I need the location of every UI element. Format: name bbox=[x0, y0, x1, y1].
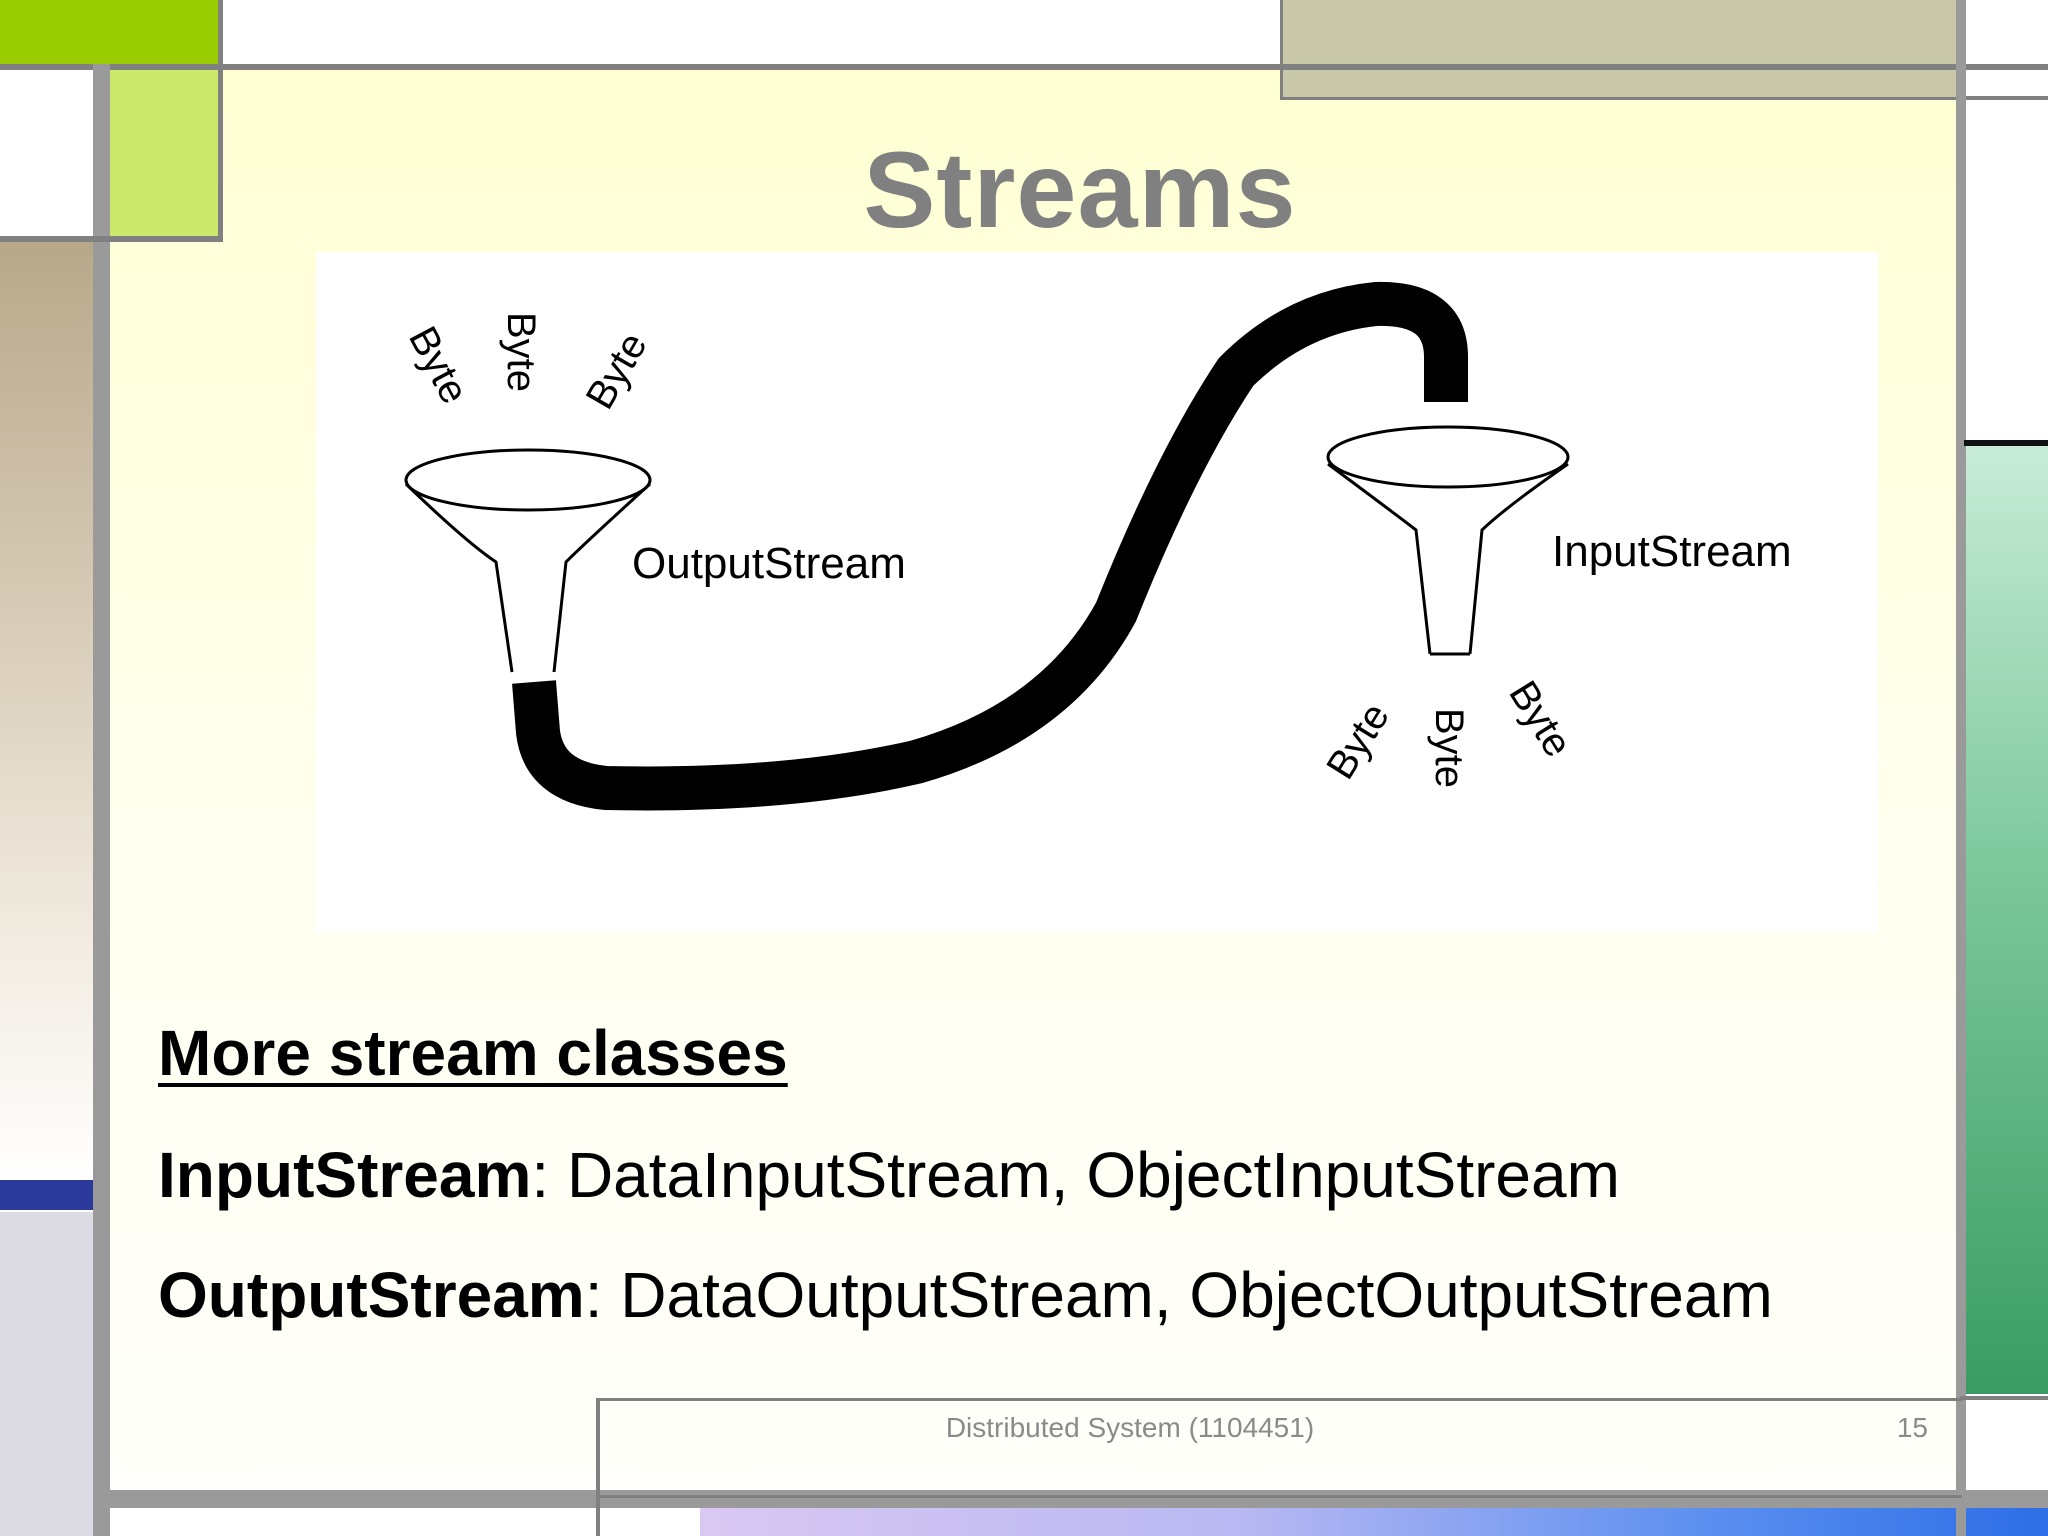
decor-bottom-gradient-bar bbox=[700, 1508, 2048, 1536]
output-stream-line: OutputStream: DataOutputStream, ObjectOu… bbox=[158, 1258, 1918, 1332]
divider-right-top bbox=[1966, 64, 2048, 68]
decor-khaki-block bbox=[1280, 0, 1960, 100]
byte-label-right-2: Byte bbox=[1427, 708, 1471, 788]
decor-lavender-bar bbox=[0, 1212, 96, 1536]
input-stream-label: InputStream bbox=[1552, 527, 1792, 576]
input-funnel bbox=[1328, 427, 1568, 654]
decor-blue-bar bbox=[0, 1180, 96, 1210]
input-stream-classes: : DataInputStream, ObjectInputStream bbox=[531, 1139, 1620, 1211]
output-stream-label: OutputStream bbox=[632, 539, 906, 588]
divider-right bbox=[1956, 0, 1966, 1536]
decor-lime-block bbox=[110, 70, 222, 242]
divider-top bbox=[0, 64, 2048, 70]
streams-diagram-svg: Byte Byte Byte OutputStream InputStream … bbox=[316, 252, 1878, 932]
decor-green-block bbox=[0, 0, 222, 67]
decor-green-gradient-bar bbox=[1964, 444, 2048, 1394]
input-stream-line: InputStream: DataInputStream, ObjectInpu… bbox=[158, 1138, 1918, 1212]
byte-label-right-1: Byte bbox=[1318, 696, 1398, 787]
byte-label-left-3: Byte bbox=[578, 325, 656, 416]
slide-title: Streams bbox=[600, 120, 1560, 260]
byte-label-right-3: Byte bbox=[1500, 673, 1580, 764]
streams-diagram: Byte Byte Byte OutputStream InputStream … bbox=[316, 252, 1878, 932]
divider-left bbox=[93, 64, 110, 1536]
output-funnel bbox=[406, 450, 650, 672]
decor-tan-bar bbox=[0, 242, 96, 1182]
byte-label-left-2: Byte bbox=[499, 312, 543, 392]
footer-course: Distributed System (1104451) bbox=[760, 1412, 1500, 1444]
page-number: 15 bbox=[1868, 1412, 1928, 1444]
divider-lime-bottom bbox=[0, 236, 222, 242]
divider-right-top-2 bbox=[1966, 96, 2048, 100]
divider-footer-left bbox=[596, 1398, 600, 1536]
divider-footer-right bbox=[1960, 1396, 2048, 1400]
byte-label-left-1: Byte bbox=[400, 320, 476, 411]
subheading: More stream classes bbox=[158, 1016, 1918, 1090]
divider-right-black bbox=[1964, 440, 2048, 446]
divider-lime-right bbox=[218, 0, 223, 242]
output-stream-classes: : DataOutputStream, ObjectOutputStream bbox=[585, 1259, 1773, 1331]
input-stream-term: InputStream bbox=[158, 1139, 531, 1211]
output-stream-term: OutputStream bbox=[158, 1259, 585, 1331]
